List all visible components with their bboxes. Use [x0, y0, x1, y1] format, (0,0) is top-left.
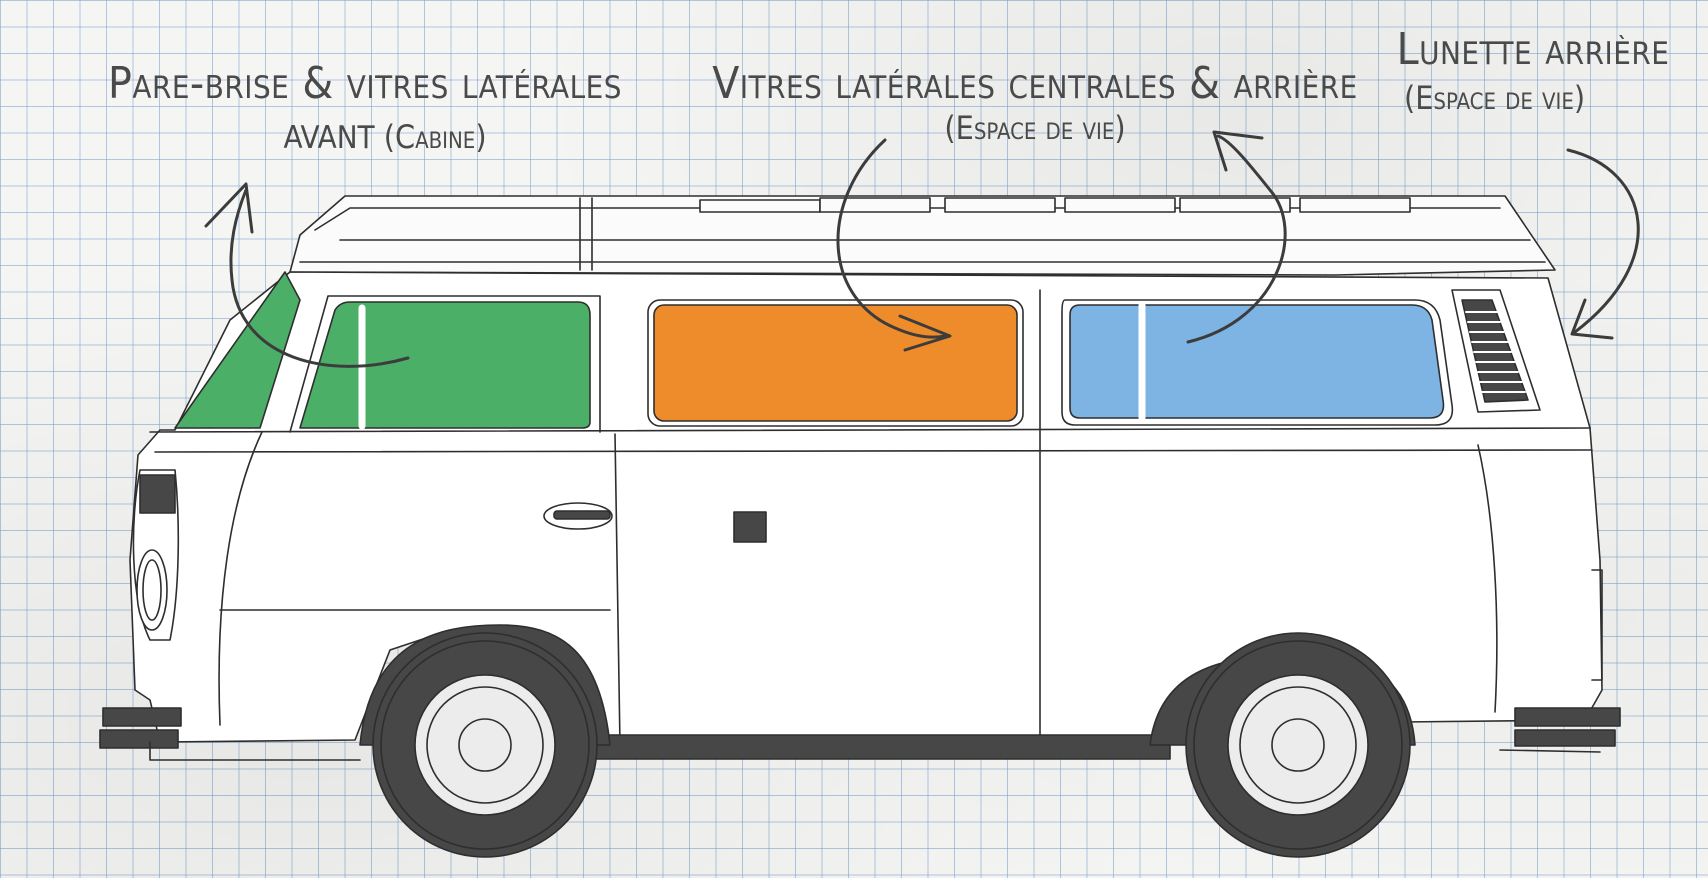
- chassis-rail: [589, 734, 1171, 760]
- label-front-windows: Pare-brise & vitres latérales avant (Cab…: [100, 62, 630, 156]
- label-rear-window: Lunette arrière (Espace de vie): [1378, 24, 1688, 117]
- label-rear-title: Lunette arrière: [1396, 24, 1670, 75]
- middle-side-window: [647, 299, 1024, 427]
- label-front-subtitle: avant (Cabine): [100, 112, 630, 156]
- fuel-cap: [733, 511, 767, 543]
- arrow-front: [204, 182, 410, 368]
- label-front-zone: (Cabine): [383, 118, 487, 156]
- arrow-rear: [1566, 148, 1640, 340]
- label-front-title: Pare-brise & vitres latérales: [108, 58, 622, 109]
- label-middle-windows: Vitres latérales centrales & arrière (Es…: [705, 58, 1365, 147]
- rear-side-window: [1061, 299, 1454, 426]
- door-handle: [543, 502, 613, 530]
- label-middle-title: Vitres latérales centrales & arrière: [712, 58, 1358, 109]
- arrow-rear-middle: [1186, 130, 1287, 344]
- arrow-middle: [836, 138, 952, 352]
- rear-vent-grille: [1451, 289, 1541, 413]
- roof-rack: [289, 195, 1556, 276]
- label-middle-zone: (Espace de vie): [944, 109, 1126, 147]
- front-bumper: [99, 707, 361, 761]
- rear-bumper: [1499, 707, 1621, 753]
- headlight: [132, 469, 180, 641]
- rear-wheel: [1149, 632, 1416, 858]
- front-wheel: [359, 624, 611, 858]
- label-rear-zone: (Espace de vie): [1404, 79, 1586, 117]
- label-front-secondary: avant: [283, 108, 375, 159]
- front-side-window: [289, 295, 601, 433]
